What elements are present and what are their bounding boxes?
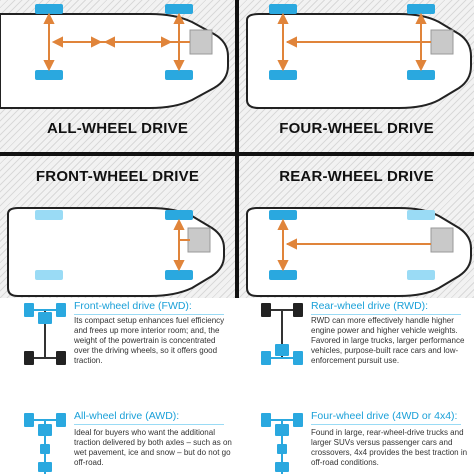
- awd-tire-front-top: [165, 4, 193, 14]
- fourwd-car-body: [246, 13, 472, 109]
- legend-heading-rwd: Rear-wheel drive (RWD):: [311, 300, 429, 312]
- awd-tire-rear-bottom: [35, 70, 63, 80]
- fourwd-tire-rear-bottom: [269, 70, 297, 80]
- fwd-tire-front-top: [165, 210, 193, 220]
- rwd-engine-block: [430, 227, 454, 253]
- legend-body-awd: Ideal for buyers who want the additional…: [74, 428, 232, 467]
- rwd-tire-front-top: [407, 210, 435, 220]
- legend-fourwd: Four-wheel drive (4WD or 4x4): Found in …: [237, 408, 474, 474]
- fwd-drivetrain-arrows: [173, 218, 190, 272]
- legend-rule-rwd: [311, 314, 461, 315]
- rwd-tire-rear-top: [269, 210, 297, 220]
- panel-title-rwd: REAR-WHEEL DRIVE: [279, 168, 434, 185]
- panel-all-wheel-drive: ALL-WHEEL DRIVE: [0, 0, 235, 152]
- divider-vertical-top: [235, 0, 239, 152]
- panel-front-wheel-drive: FRONT-WHEEL DRIVE: [0, 156, 235, 298]
- rwd-drivetrain-icon: [261, 303, 303, 365]
- awd-car-diagram: [0, 4, 229, 109]
- panel-title-awd: ALL-WHEEL DRIVE: [46, 120, 189, 137]
- awd-drivetrain-icon: [24, 413, 66, 474]
- awd-tire-rear-top: [35, 4, 63, 14]
- divider-horizontal: [0, 152, 474, 156]
- panel-rear-wheel-drive: REAR-WHEEL DRIVE: [239, 156, 474, 298]
- fourwd-tire-front-bottom: [407, 70, 435, 80]
- fourwd-car-diagram: [246, 4, 472, 109]
- legend-fwd: Front-wheel drive (FWD): Its compact set…: [0, 298, 237, 396]
- rwd-tire-front-bottom: [407, 270, 435, 280]
- panel-four-wheel-drive: FOUR-WHEEL DRIVE: [239, 0, 474, 152]
- panel-title-fwd: FRONT-WHEEL DRIVE: [35, 168, 200, 185]
- fourwd-engine-block: [430, 29, 454, 55]
- legend-heading-fwd: Front-wheel drive (FWD):: [74, 300, 192, 312]
- legend-heading-awd: All-wheel drive (AWD):: [74, 410, 180, 422]
- divider-vertical-bottom: [235, 156, 239, 298]
- legend-rwd: Rear-wheel drive (RWD): RWD can more eff…: [237, 298, 474, 396]
- legend-body-fourwd: Found in large, rear-wheel-drive trucks …: [311, 428, 468, 467]
- fourwd-tire-rear-top: [269, 4, 297, 14]
- awd-drivetrain-arrows: [43, 12, 190, 72]
- fwd-engine-block: [187, 227, 211, 253]
- fwd-car-diagram: [7, 207, 225, 297]
- legend-rule-awd: [74, 424, 224, 425]
- legend-body-fwd: Its compact setup enhances fuel efficien…: [74, 316, 225, 365]
- fourwd-drivetrain-arrows: [277, 12, 431, 72]
- legend-rule-fwd: [74, 314, 224, 315]
- fwd-tire-front-bottom: [165, 270, 193, 280]
- rwd-drivetrain-arrows: [277, 218, 431, 272]
- awd-car-body: [0, 13, 229, 109]
- panel-title-fourwd: FOUR-WHEEL DRIVE: [279, 120, 434, 137]
- fourwd-tire-front-top: [407, 4, 435, 14]
- legend-rule-fourwd: [311, 424, 461, 425]
- fwd-tire-rear-bottom: [35, 270, 63, 280]
- legend-awd: All-wheel drive (AWD): Ideal for buyers …: [0, 408, 237, 474]
- awd-engine-block: [189, 29, 213, 55]
- awd-tire-front-bottom: [165, 70, 193, 80]
- rwd-tire-rear-bottom: [269, 270, 297, 280]
- legend-body-rwd: RWD can more effectively handle higher e…: [311, 316, 465, 365]
- rwd-car-diagram: [246, 207, 472, 297]
- fwd-drivetrain-icon: [24, 303, 66, 365]
- fwd-tire-rear-top: [35, 210, 63, 220]
- legend-heading-fourwd: Four-wheel drive (4WD or 4x4):: [311, 410, 458, 422]
- fourwd-drivetrain-icon: [261, 413, 303, 474]
